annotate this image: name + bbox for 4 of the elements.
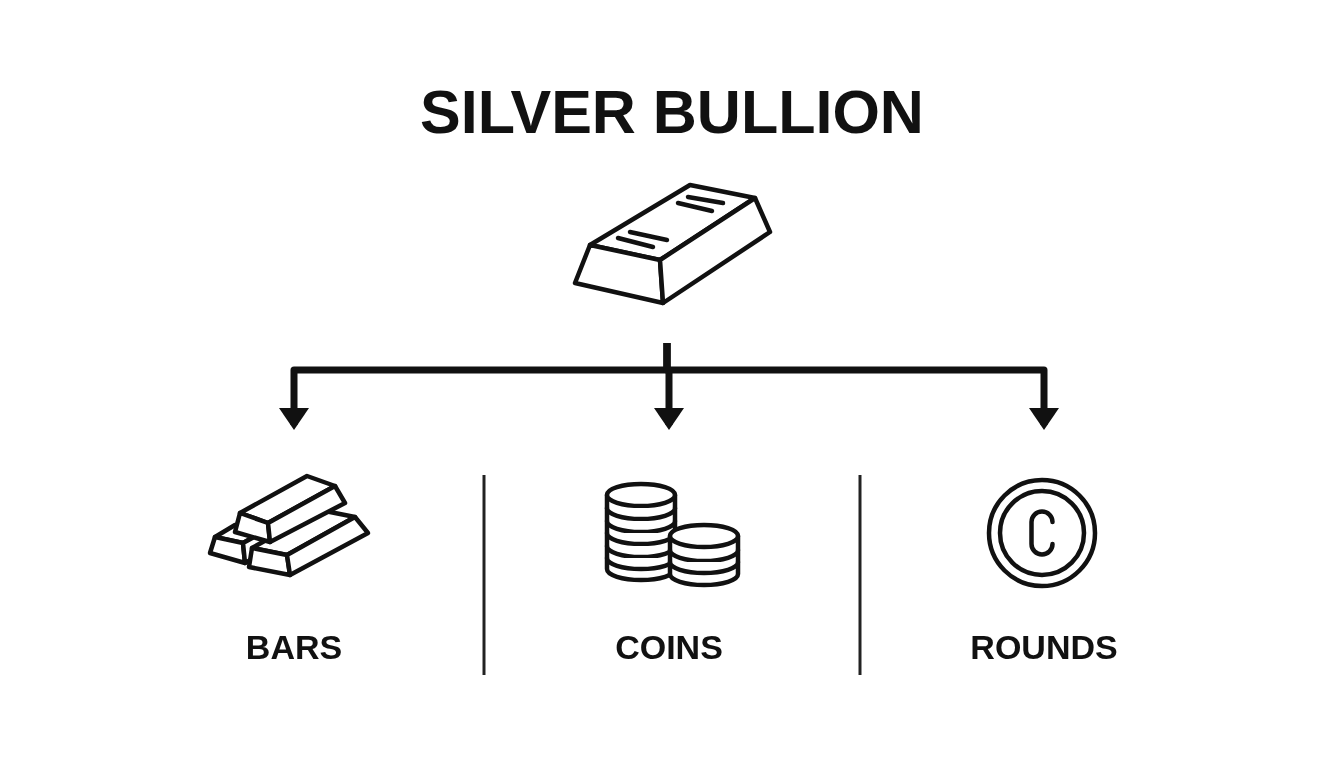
category-label: BARS (245, 630, 343, 664)
title: SILVER BULLION (420, 82, 924, 143)
category-label: ROUNDS (970, 630, 1118, 664)
category-label: COINS (615, 630, 723, 664)
